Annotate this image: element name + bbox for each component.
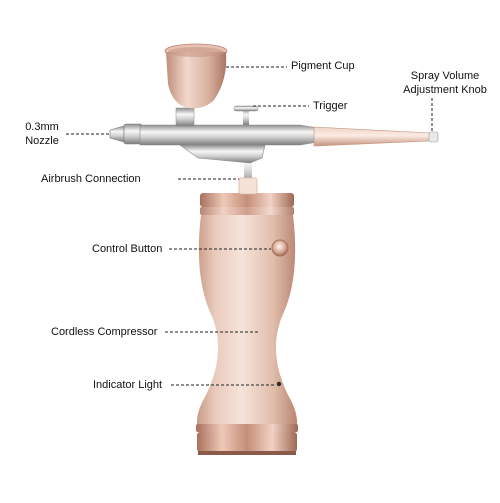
- control-button: [271, 239, 289, 257]
- label-cordless-compressor: Cordless Compressor: [51, 326, 158, 338]
- label-indicator-light: Indicator Light: [93, 379, 163, 391]
- label-nozzle-line1: 0.3mm: [25, 121, 59, 133]
- airbrush-connection-stem: [238, 150, 258, 195]
- pigment-cup: [164, 43, 228, 109]
- indicator-light: [276, 381, 282, 387]
- cordless-compressor-body: [196, 193, 298, 455]
- label-airbrush-connection: Airbrush Connection: [41, 173, 141, 185]
- label-spray-volume-line2: Adjustment Knob: [403, 84, 487, 96]
- label-pigment-cup: Pigment Cup: [291, 60, 355, 72]
- label-control-button: Control Button: [92, 243, 163, 255]
- leader-lines: [66, 66, 433, 386]
- label-spray-volume-line1: Spray Volume: [410, 70, 480, 82]
- airbrush-gun: [109, 105, 439, 164]
- label-nozzle-line2: Nozzle: [25, 135, 59, 147]
- label-trigger: Trigger: [313, 100, 348, 112]
